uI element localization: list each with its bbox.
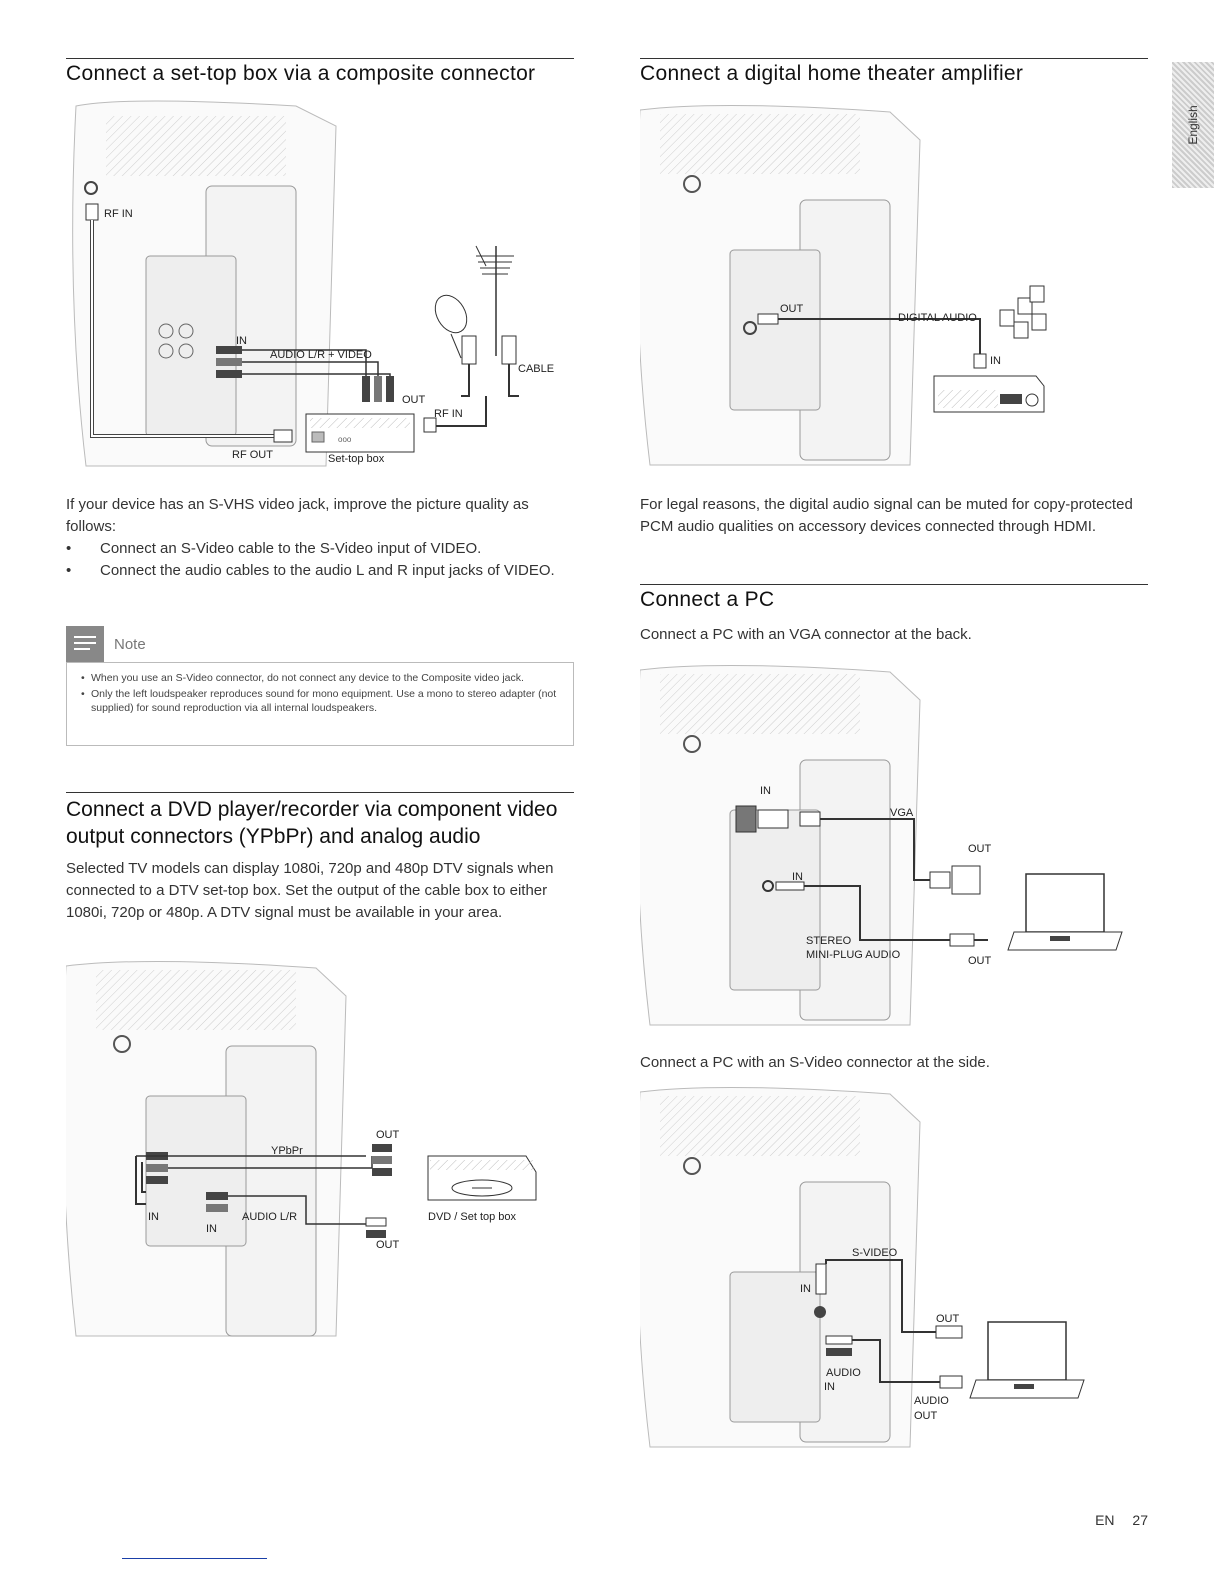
svideo-in-label: IN [800, 1283, 811, 1295]
stereo-label: STEREO [806, 935, 852, 947]
pc-title: Connect a PC [640, 588, 775, 611]
rf-in-box-label: RF IN [434, 408, 463, 420]
dvd-label: DVD / Set top box [428, 1211, 517, 1223]
amp-out-label: OUT [780, 303, 804, 315]
audio-video-label: AUDIO L/R + VIDEO [270, 349, 372, 361]
composite-diagram: ooo RF IN IN AUDIO L/R + VIDEO OUT RF IN… [66, 96, 576, 476]
in-label: IN [236, 335, 247, 347]
pc-vga-text: Connect a PC with an VGA connector at th… [640, 626, 972, 643]
component-title-line2: output connectors (YPbPr) and analog aud… [66, 825, 481, 848]
component-title-line1: Connect a DVD player/recorder via compon… [66, 798, 558, 821]
rf-in-tv-label: RF IN [104, 208, 133, 220]
svideo-out-label: OUT [936, 1313, 960, 1325]
rf-out-label: RF OUT [232, 449, 273, 461]
amplifier-body: For legal reasons, the digital audio sig… [640, 496, 1133, 535]
section-rule [640, 58, 1148, 59]
in-left-label: IN [148, 1211, 159, 1223]
amplifier-diagram: OUT DIGITAL AUDIO IN [640, 100, 1050, 470]
note-item-1: When you use an S-Video connector, do no… [79, 671, 561, 685]
audio-out-top-label: AUDIO [914, 1395, 949, 1407]
vga-label: VGA [890, 807, 914, 819]
settop-label: Set-top box [328, 453, 385, 465]
audio-in-label: IN [792, 871, 803, 883]
out-bottom-label: OUT [376, 1239, 400, 1251]
digital-audio-label: DIGITAL AUDIO [898, 312, 977, 324]
pc-svideo-diagram: S-VIDEO IN OUT AUDIO IN AUDIO OUT [640, 1082, 1130, 1452]
page-footer: EN 27 [1095, 1512, 1148, 1528]
out-top-label: OUT [376, 1129, 400, 1141]
note-icon [66, 626, 104, 662]
ypbpr-label: YPbPr [271, 1145, 303, 1157]
pc-svideo-text: Connect a PC with an S-Video connector a… [640, 1054, 990, 1071]
audio-out-label: OUT [968, 955, 992, 967]
section-rule [66, 792, 574, 793]
svideo-label: S-VIDEO [852, 1247, 898, 1259]
language-tab: English [1172, 62, 1214, 188]
note-item-2: Only the left loudspeaker reproduces sou… [79, 687, 561, 715]
component-diagram: YPbPr OUT IN AUDIO L/R IN OUT DVD / Set … [66, 956, 576, 1346]
note-heading: Note [114, 636, 146, 653]
mini-plug-label: MINI-PLUG AUDIO [806, 949, 901, 961]
component-body: Selected TV models can display 1080i, 72… [66, 860, 554, 921]
language-tab-label: English [1186, 105, 1200, 145]
page-number: 27 [1132, 1512, 1148, 1528]
amp-in-label: IN [990, 355, 1001, 367]
composite-bullet-2: • Connect the audio cables to the audio … [66, 562, 555, 579]
composite-bullet-1: • Connect an S-Video cable to the S-Vide… [66, 540, 482, 557]
pc-vga-diagram: IN VGA OUT IN STEREO MINI-PLUG AUDIO OUT [640, 660, 1130, 1030]
svg-text:ooo: ooo [338, 435, 352, 444]
cable-label: CABLE [518, 363, 554, 375]
composite-intro: If your device has an S-VHS video jack, … [66, 496, 529, 535]
section-rule [640, 584, 1148, 585]
footer-lang: EN [1095, 1512, 1115, 1528]
note-box: When you use an S-Video connector, do no… [66, 662, 574, 746]
out-label: OUT [402, 394, 426, 406]
in-audio-label: IN [206, 1223, 217, 1235]
audio-in-bottom-label: IN [824, 1381, 835, 1393]
audio-out-bottom-label: OUT [914, 1410, 938, 1422]
amplifier-title: Connect a digital home theater amplifier [640, 62, 1024, 85]
composite-title: Connect a set-top box via a composite co… [66, 62, 536, 85]
audio-in-top-label: AUDIO [826, 1367, 861, 1379]
vga-in-label: IN [760, 785, 771, 797]
audio-lr-label: AUDIO L/R [242, 1211, 297, 1223]
footer-rule [122, 1558, 267, 1559]
section-rule [66, 58, 574, 59]
vga-out-label: OUT [968, 843, 992, 855]
